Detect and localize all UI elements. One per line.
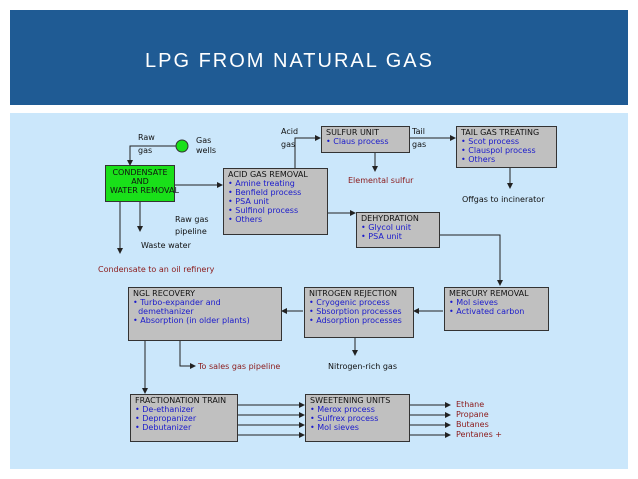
- gas-wells-label-1: Gas: [196, 136, 212, 145]
- condensate-title-1: CONDENSATE: [112, 168, 168, 177]
- mercury-item: • Mol sieves: [449, 298, 498, 307]
- acid-gas-item: • Amine treating: [228, 179, 295, 188]
- product-propane: Propane: [456, 410, 489, 419]
- condensate-title-3: WATER REMOVAL: [110, 186, 179, 195]
- nitrogen-rich-gas-label: Nitrogen-rich gas: [328, 362, 397, 371]
- sweetening-title: SWEETENING UNITS: [310, 396, 391, 405]
- slide-title: LPG FROM NATURAL GAS: [145, 50, 434, 72]
- tail-gas-title: TAIL GAS TREATING: [461, 128, 540, 137]
- ngl-title: NGL RECOVERY: [133, 289, 195, 298]
- nitrogen-rejection-box: NITROGEN REJECTION • Cryogenic process •…: [304, 287, 414, 338]
- gas-well-icon: [175, 139, 189, 153]
- nitrogen-item: • Cryogenic process: [309, 298, 390, 307]
- fractionation-item: • De-ethanizer: [135, 405, 194, 414]
- fractionation-item: • Depropanizer: [135, 414, 197, 423]
- acid-gas-item: • Sulfinol process: [228, 206, 299, 215]
- arrow-wells-to-condensate: [127, 145, 176, 166]
- sweetening-item: • Mol sieves: [310, 423, 359, 432]
- tail-gas-label-1: Tail: [412, 127, 425, 136]
- nitrogen-title: NITROGEN REJECTION: [309, 289, 398, 298]
- acid-gas-item: • PSA unit: [228, 197, 269, 206]
- dehydration-item: • PSA unit: [361, 232, 402, 241]
- tail-gas-label-2: gas: [412, 140, 427, 149]
- product-butanes: Butanes: [456, 420, 489, 429]
- mercury-title: MERCURY REMOVAL: [449, 289, 529, 298]
- sweetening-item: • Merox process: [310, 405, 375, 414]
- arrow-dehydration-to-mercury: [440, 234, 503, 286]
- fractionation-train-box: FRACTIONATION TRAIN • De-ethanizer • Dep…: [130, 394, 238, 442]
- tail-gas-item: • Clauspol process: [461, 146, 536, 155]
- raw-gas-label-2: gas: [138, 146, 153, 155]
- elemental-sulfur-label: Elemental sulfur: [348, 176, 414, 185]
- ngl-item: • Absorption (in older plants): [133, 316, 250, 325]
- condensate-water-removal-box: CONDENSATE AND WATER REMOVAL: [105, 165, 179, 202]
- sulfur-item: • Claus process: [326, 137, 389, 146]
- waste-water-label: Waste water: [141, 241, 191, 250]
- condensate-refinery-label: Condensate to an oil refinery: [98, 265, 215, 274]
- sweetening-units-box: SWEETENING UNITS • Merox process • Sulfr…: [305, 394, 410, 442]
- ngl-item: demethanizer: [133, 307, 194, 316]
- acid-gas-removal-box: ACID GAS REMOVAL • Amine treating • Benf…: [223, 168, 328, 235]
- raw-gas-pipeline-label-2: pipeline: [175, 227, 207, 236]
- arrow-to-sales-gas: [179, 341, 196, 369]
- arrow-acid-to-sulfur: [294, 135, 321, 168]
- nitrogen-item: • Adsorption processes: [309, 316, 402, 325]
- ngl-item: • Turbo-expander and: [133, 298, 221, 307]
- acid-gas-item: • Others: [228, 215, 263, 224]
- ngl-recovery-box: NGL RECOVERY • Turbo-expander and demeth…: [128, 287, 282, 341]
- sulfur-title: SULFUR UNIT: [326, 128, 380, 137]
- dehydration-box: DEHYDRATION • Glycol unit • PSA unit: [356, 212, 440, 248]
- mercury-removal-box: MERCURY REMOVAL • Mol sieves • Activated…: [444, 287, 549, 331]
- fractionation-title: FRACTIONATION TRAIN: [135, 396, 227, 405]
- fractionation-item: • Debutanizer: [135, 423, 192, 432]
- product-ethane: Ethane: [456, 400, 485, 409]
- process-flow-diagram: Raw gas Gas wells Acid gas Tail gas Elem…: [10, 113, 628, 469]
- raw-gas-pipeline-label-1: Raw gas: [175, 215, 209, 224]
- acid-gas-label-2: gas: [281, 140, 296, 149]
- tail-gas-item: • Others: [461, 155, 496, 164]
- dehydration-item: • Glycol unit: [361, 223, 411, 232]
- mercury-item: • Activated carbon: [449, 307, 525, 316]
- acid-gas-label-1: Acid: [281, 127, 299, 136]
- tail-gas-treating-box: TAIL GAS TREATING • Scot process • Claus…: [456, 126, 557, 168]
- gas-wells-label-2: wells: [196, 146, 217, 155]
- raw-gas-label-1: Raw: [138, 133, 155, 142]
- product-pentanes: Pentanes +: [456, 430, 502, 439]
- sales-gas-label: To sales gas pipeline: [198, 362, 281, 371]
- dehydration-title: DEHYDRATION: [361, 214, 419, 223]
- sweetening-item: • Sulfrex process: [310, 414, 379, 423]
- acid-gas-item: • Benfield process: [228, 188, 302, 197]
- acid-gas-title: ACID GAS REMOVAL: [228, 170, 308, 179]
- title-banner: LPG FROM NATURAL GAS: [10, 10, 628, 105]
- condensate-title-2: AND: [131, 177, 149, 186]
- sulfur-unit-box: SULFUR UNIT • Claus process: [321, 126, 410, 153]
- offgas-label: Offgas to incinerator: [462, 195, 545, 204]
- nitrogen-item: • Sbsorption processes: [309, 307, 402, 316]
- flow-arrows: [117, 135, 513, 438]
- tail-gas-item: • Scot process: [461, 137, 520, 146]
